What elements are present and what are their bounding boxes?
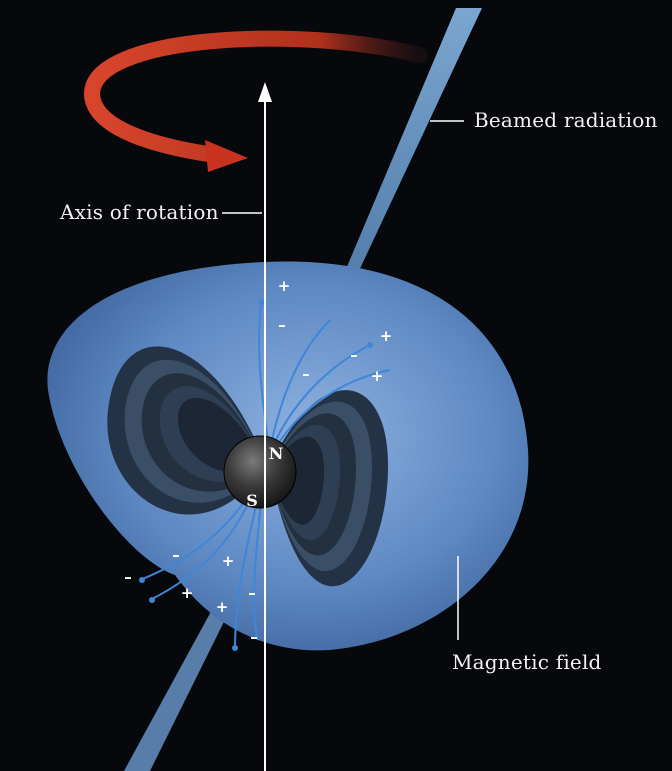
radiation-beam-upper (338, 8, 482, 290)
magnetic-field-label: Magnetic field (452, 650, 602, 674)
neutron-star (223, 435, 297, 509)
rotation-axis (258, 82, 272, 771)
south-pole-label: S (246, 491, 258, 510)
beamed-radiation-label: Beamed radiation (474, 108, 658, 132)
charge-plus: + (380, 327, 393, 345)
rotation-arrow (83, 30, 428, 172)
charge-minus: – (302, 365, 310, 383)
charge-minus: – (278, 316, 286, 334)
charge-plus: + (181, 584, 194, 602)
charge-minus: – (248, 584, 256, 602)
charge-plus: + (222, 552, 235, 570)
charge-minus: – (350, 346, 358, 364)
charge-plus: + (216, 598, 229, 616)
charge-markers: + – + – – + – + – + – + – (124, 277, 392, 646)
charge-plus: + (371, 367, 384, 385)
charge-minus: – (172, 546, 180, 564)
north-pole-label: N (269, 444, 284, 463)
charge-minus: – (250, 628, 258, 646)
axis-of-rotation-label: Axis of rotation (60, 200, 219, 224)
field-line-arrowheads (139, 299, 373, 651)
open-field-lines (139, 299, 391, 651)
charge-plus: + (278, 277, 291, 295)
charge-minus: – (124, 568, 132, 586)
